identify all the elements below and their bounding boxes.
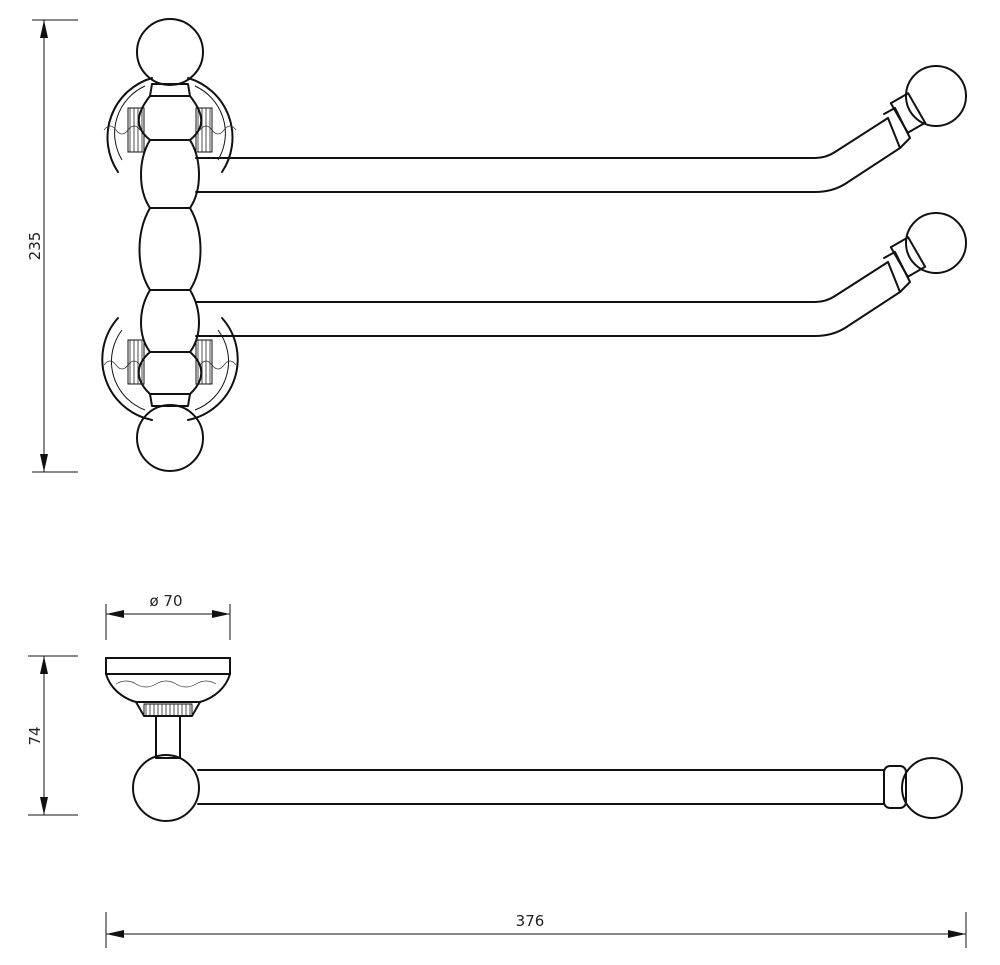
side-arm bbox=[197, 765, 907, 809]
lower-wall-rosette bbox=[101, 317, 239, 421]
upper-wall-rosette bbox=[103, 77, 237, 173]
crystal-ball-side-right bbox=[901, 757, 963, 819]
crystal-ball-bottom bbox=[136, 404, 204, 472]
dimension-height-side: 74 bbox=[26, 655, 78, 816]
dimension-height-total: 235 bbox=[26, 19, 78, 473]
upper-arm bbox=[195, 65, 967, 193]
crystal-ball-top bbox=[136, 18, 204, 86]
side-stem bbox=[155, 715, 181, 759]
dimension-label-376: 376 bbox=[516, 912, 545, 930]
dimension-length: 376 bbox=[105, 912, 967, 948]
dimension-diameter: ø 70 bbox=[105, 592, 231, 640]
crystal-ball-side-left bbox=[132, 754, 200, 822]
crystal-ball-arm-lower bbox=[905, 212, 967, 274]
central-column bbox=[137, 83, 203, 407]
dimension-label-235: 235 bbox=[26, 232, 44, 261]
dimension-label-diameter: ø 70 bbox=[149, 592, 182, 610]
side-view: ø 70 74 bbox=[26, 592, 967, 948]
dimension-label-74: 74 bbox=[26, 726, 44, 745]
crystal-ball-arm-upper bbox=[905, 65, 967, 127]
top-view: 235 bbox=[26, 18, 967, 473]
side-rosette bbox=[105, 657, 231, 759]
lower-arm bbox=[195, 212, 967, 337]
